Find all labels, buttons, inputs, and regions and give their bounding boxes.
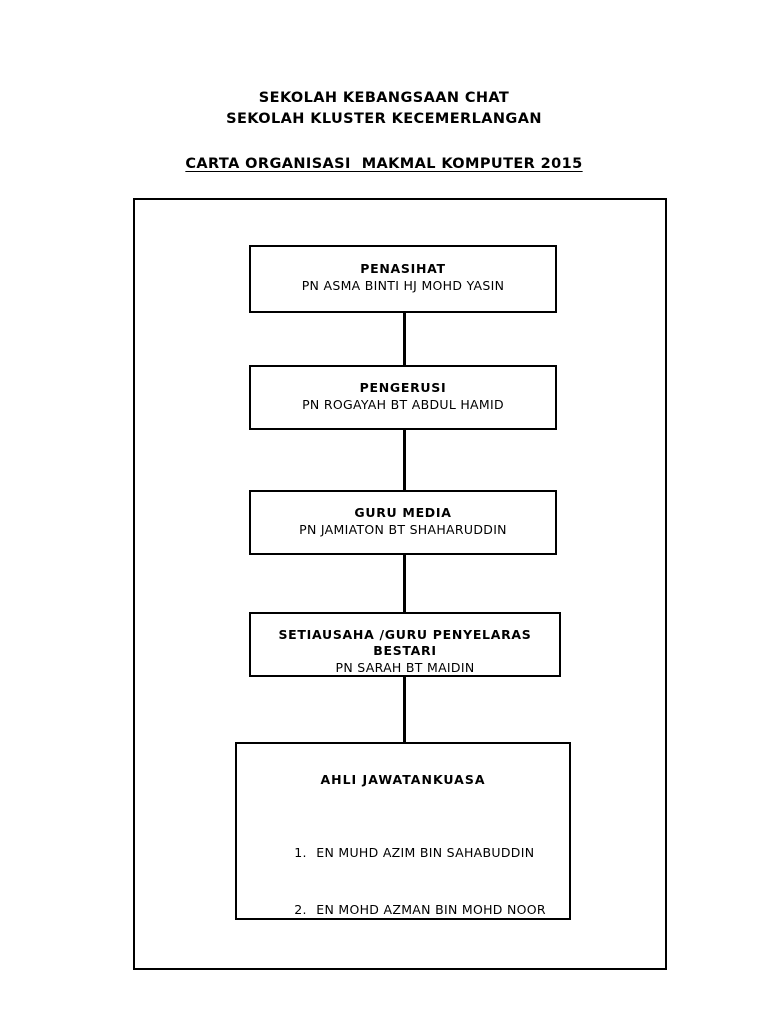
org-node-title: SETIAUSAHA /GURU PENYELARAS BESTARI	[278, 627, 532, 658]
list-item-label: EN MOHD AZMAN BIN MOHD NOOR	[316, 902, 546, 917]
org-node-title: GURU MEDIA	[354, 505, 452, 520]
list-item: 1. EN MUHD AZIM BIN SAHABUDDIN	[260, 824, 546, 881]
org-node-title: PENGERUSI	[359, 380, 447, 395]
list-item-label: EN MUHD AZIM BIN SAHABUDDIN	[316, 845, 535, 860]
org-node-pengerusi: PENGERUSI PN ROGAYAH BT ABDUL HAMID	[249, 365, 557, 430]
committee-member-list: 1. EN MUHD AZIM BIN SAHABUDDIN 2. EN MOHD …	[260, 824, 546, 938]
connector-gurumedia-setiausaha	[403, 552, 406, 615]
connector-setiausaha-ahli	[403, 674, 406, 745]
org-node-setiausaha: SETIAUSAHA /GURU PENYELARAS BESTARI PN S…	[249, 612, 561, 677]
org-chart-frame: PENASIHAT PN ASMA BINTI HJ MOHD YASIN PE…	[133, 198, 667, 970]
org-node-title: AHLI JAWATANKUASA	[320, 772, 486, 787]
org-node-person-name: PN JAMIATON BT SHAHARUDDIN	[299, 522, 507, 537]
org-node-guru-media: GURU MEDIA PN JAMIATON BT SHAHARUDDIN	[249, 490, 557, 555]
org-node-person-name: PN ASMA BINTI HJ MOHD YASIN	[301, 278, 505, 293]
connector-penasihat-pengerusi	[403, 310, 406, 368]
org-node-person-name: PN SARAH BT MAIDIN	[335, 660, 475, 675]
school-name-line-1: SEKOLAH KEBANGSAAN CHAT	[258, 90, 510, 106]
list-item: 2. EN MOHD AZMAN BIN MOHD NOOR	[260, 881, 546, 938]
document-header: SEKOLAH KEBANGSAAN CHAT SEKOLAH KLUSTER …	[0, 88, 768, 172]
org-node-person-name: PN ROGAYAH BT ABDUL HAMID	[302, 397, 504, 412]
org-node-penasihat: PENASIHAT PN ASMA BINTI HJ MOHD YASIN	[249, 245, 557, 313]
page-title: CARTA ORGANISASI MAKMAL KOMPUTER 2015	[185, 156, 583, 172]
org-node-ahli-jawatankuasa: AHLI JAWATANKUASA 1. EN MUHD AZIM BIN SAH…	[235, 742, 571, 920]
list-item-number: 1.	[294, 845, 307, 860]
list-item-number: 2.	[294, 902, 307, 917]
connector-pengerusi-gurumedia	[403, 427, 406, 493]
school-name-line-2: SEKOLAH KLUSTER KECEMERLANGAN	[226, 111, 542, 127]
org-node-title: PENASIHAT	[360, 261, 446, 276]
